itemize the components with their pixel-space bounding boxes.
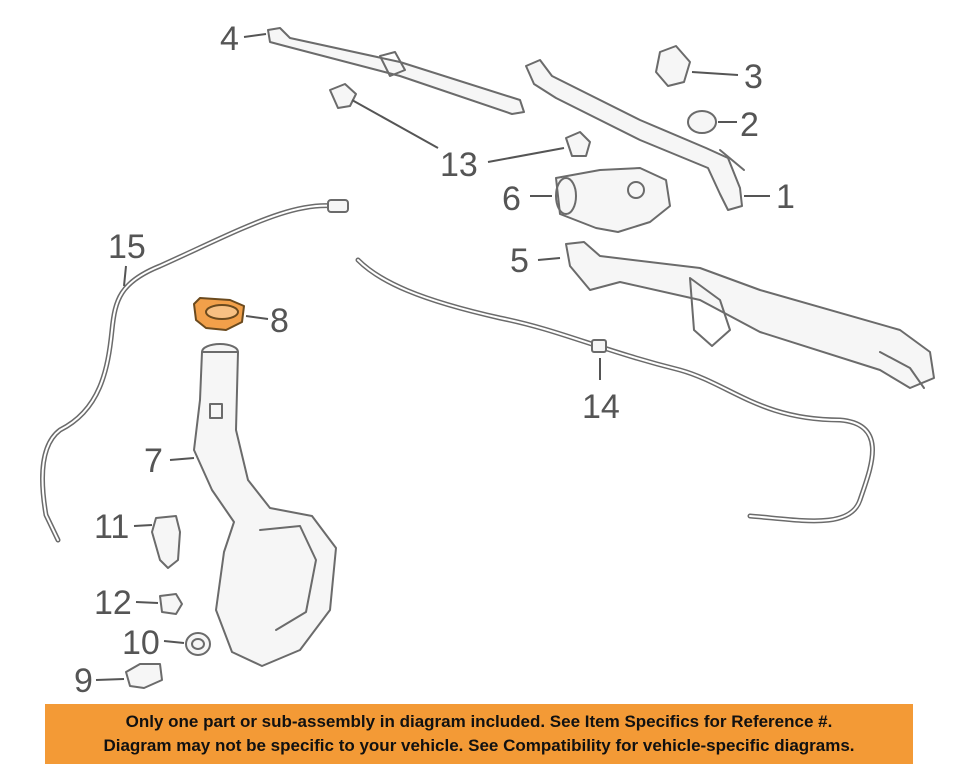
callout-12: 12 — [94, 584, 132, 622]
callout-11: 11 — [94, 508, 129, 546]
part-6-wiper-motor — [555, 167, 671, 233]
callout-3: 3 — [744, 58, 763, 96]
disclaimer-line-1: Only one part or sub-assembly in diagram… — [125, 712, 833, 731]
part-11-washer-pump — [151, 515, 181, 569]
part-12-grommet — [159, 593, 183, 615]
disclaimer-line-2: Diagram may not be specific to your vehi… — [103, 736, 855, 755]
disclaimer-banner: Only one part or sub-assembly in diagram… — [45, 704, 913, 764]
part-2-cap — [687, 110, 717, 134]
callout-13: 13 — [440, 146, 478, 184]
part-13-washer-nozzle-left — [329, 83, 357, 109]
part-14-washer-hose — [355, 257, 875, 524]
callout-10: 10 — [122, 624, 160, 662]
callout-numbers: 4 3 2 13 6 1 15 5 8 14 7 11 12 10 9 — [74, 20, 795, 700]
callout-5: 5 — [510, 242, 529, 280]
callout-2: 2 — [740, 106, 759, 144]
part-1-wiper-arm — [525, 59, 745, 211]
part-15-washer-hose — [40, 199, 349, 543]
callout-leaders — [95, 33, 770, 681]
callout-1: 1 — [776, 178, 795, 216]
parts-diagram: 4 3 2 13 6 1 15 5 8 14 7 11 12 10 9 — [40, 20, 935, 700]
part-7-washer-reservoir — [193, 343, 337, 667]
callout-9: 9 — [74, 662, 93, 700]
callout-14: 14 — [582, 388, 620, 426]
part-9-level-sensor — [125, 663, 163, 689]
callout-6: 6 — [502, 180, 521, 218]
part-8-filler-cap-highlighted — [193, 297, 245, 331]
callout-15: 15 — [108, 228, 146, 266]
part-13-washer-nozzle-right — [565, 131, 591, 157]
part-5-wiper-linkage — [565, 241, 935, 389]
part-10-seal — [185, 632, 211, 656]
callout-4: 4 — [220, 20, 239, 58]
part-4-wiper-blade — [267, 27, 525, 115]
callout-8: 8 — [270, 302, 289, 340]
callout-7: 7 — [144, 442, 163, 480]
part-3-cap — [655, 45, 691, 87]
